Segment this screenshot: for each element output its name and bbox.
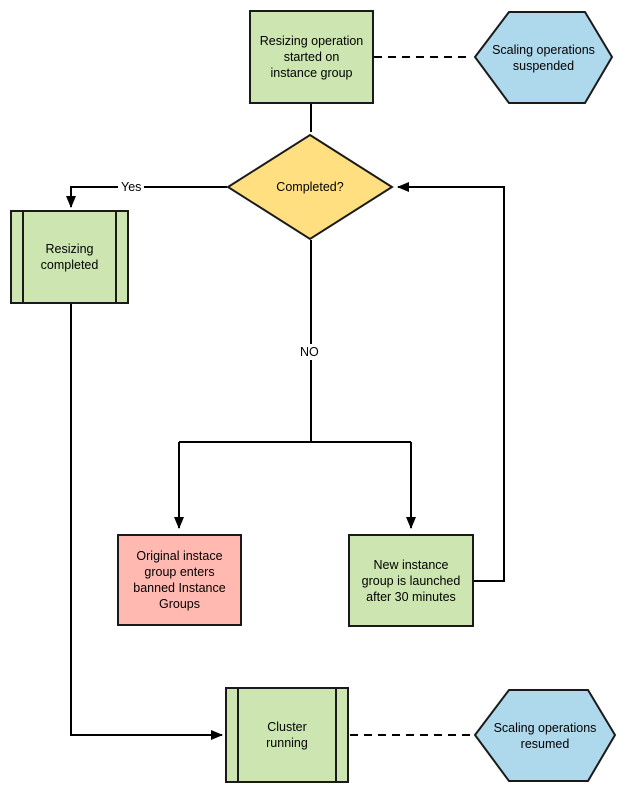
node-resizing-started: Resizing operation started on instance g…: [249, 10, 374, 104]
node-banned-instance-groups: Original instace group enters banned Ins…: [117, 534, 242, 626]
node-label: Scaling operations resumed: [493, 720, 597, 751]
edge-new-group-loop-to-decision: [397, 182, 505, 582]
node-label: New instance group is launched after 30 …: [361, 557, 461, 604]
node-completed-decision: Completed?: [225, 133, 395, 241]
node-label: Completed?: [276, 180, 344, 194]
predefined-bar: [115, 212, 117, 302]
hexagon-shape: [473, 11, 614, 104]
edge-label-no: NO: [297, 344, 322, 360]
node-new-instance-group: New instance group is launched after 30 …: [348, 534, 474, 627]
node-label: Scaling operations suspended: [492, 42, 595, 73]
hexagon-shape: [473, 689, 617, 782]
predefined-bar: [237, 689, 239, 781]
edge-yes-to-resizing-completed: [66, 186, 227, 208]
node-resizing-completed: Resizing completed: [10, 210, 129, 304]
node-scaling-resumed: Scaling operations resumed: [473, 688, 617, 783]
predefined-bar: [335, 689, 337, 781]
diamond-shape: [226, 133, 394, 241]
edge-label-yes: Yes: [118, 179, 145, 195]
node-label: Original instace group enters banned Ins…: [133, 549, 226, 611]
edge-resizing-completed-to-cluster: [70, 304, 223, 740]
node-label: Resizing completed: [40, 242, 99, 272]
node-label: Cluster running: [266, 720, 308, 750]
node-cluster-running: Cluster running: [225, 687, 349, 783]
node-scaling-suspended: Scaling operations suspended: [473, 10, 614, 105]
predefined-bar: [22, 212, 24, 302]
node-label: Resizing operation started on instance g…: [259, 34, 364, 80]
